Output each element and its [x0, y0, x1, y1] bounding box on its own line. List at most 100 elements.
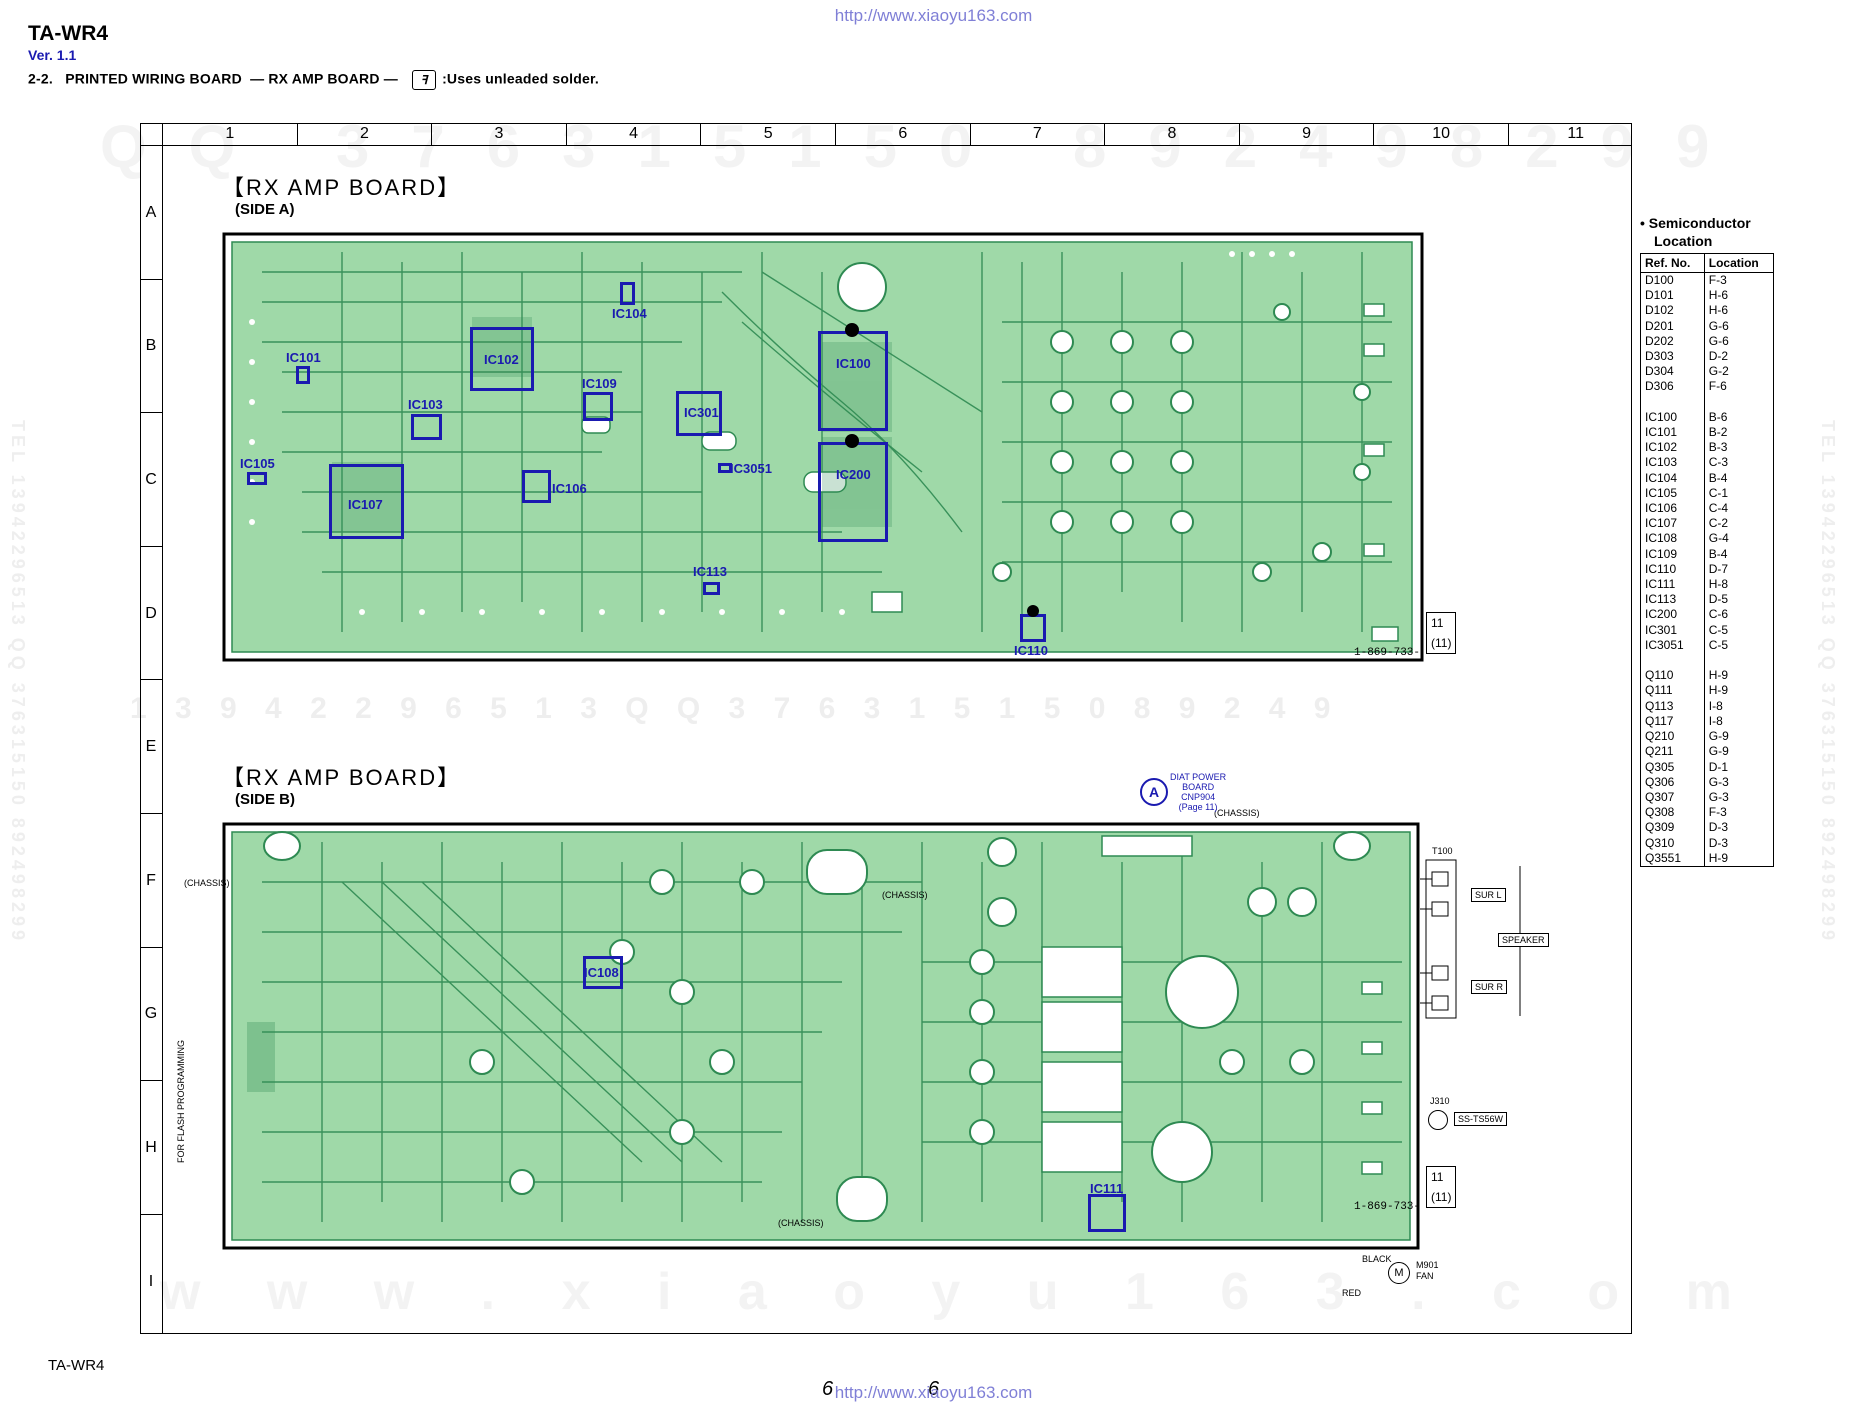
side-b-suffix-box: 11 (11) — [1426, 1166, 1457, 1208]
flash-programming-label: FOR FLASH PROGRAMMING — [176, 1040, 186, 1164]
grid-row-I: I — [140, 1213, 162, 1349]
diat-connector-marker[interactable]: A — [1140, 778, 1168, 806]
ref-no-cell: Q210 — [1641, 729, 1705, 745]
location-cell: F-3 — [1708, 273, 1727, 287]
section-title: PRINTED WIRING BOARD — [65, 70, 242, 87]
grid-column-6: 6 — [834, 123, 970, 145]
location-cell: G-4 — [1708, 531, 1729, 546]
ic111-box[interactable] — [1088, 1194, 1126, 1232]
col-location: Location — [1704, 254, 1773, 273]
ref-no-cell: Q310 — [1641, 835, 1705, 851]
location-cell: H-9 — [1708, 668, 1729, 683]
ic108-box[interactable] — [583, 956, 623, 989]
sur-r-label: SUR R — [1471, 980, 1508, 994]
grid-row-B: B — [140, 278, 162, 414]
ic103-box[interactable] — [411, 414, 442, 440]
ic107-box[interactable] — [329, 464, 404, 539]
grid-column-3: 3 — [431, 123, 566, 145]
ref-no-cell: IC111 — [1641, 577, 1705, 593]
fan-motor-icon: M — [1388, 1262, 1410, 1284]
ref-no-cell: IC3051 — [1641, 637, 1705, 654]
location-cell: B-6 — [1708, 409, 1728, 424]
ref-no-cell: IC100 — [1641, 409, 1705, 426]
side-a-label: (SIDE A) — [235, 201, 295, 218]
location-cell: G-9 — [1708, 744, 1729, 759]
j310-jack-icon[interactable] — [1428, 1110, 1448, 1130]
fan-label: FAN — [1416, 1271, 1434, 1281]
red-wire-label: RED — [1342, 1288, 1362, 1298]
location-cell: B-4 — [1708, 470, 1728, 485]
ref-no-cell: IC301 — [1641, 622, 1705, 638]
ic102-box[interactable] — [470, 327, 534, 391]
location-cell: D-3 — [1708, 820, 1729, 835]
ic110-pin1-dot — [1027, 605, 1039, 617]
m901-label: M901 — [1416, 1260, 1439, 1270]
chassis-label-4: (CHASSIS) — [778, 1218, 824, 1228]
watermark-tel: 1 3 9 4 2 2 9 6 5 1 3 Q Q 3 7 6 3 1 5 1 … — [130, 692, 1341, 725]
location-cell: H-9 — [1708, 850, 1729, 865]
speaker-wiring — [1420, 859, 1521, 1019]
chassis-label-2: (CHASSIS) — [882, 890, 928, 900]
ic101-box[interactable] — [296, 366, 310, 384]
grid-row-E: E — [140, 679, 162, 814]
grid-frame — [140, 123, 1632, 1334]
ic110-box[interactable] — [1020, 614, 1046, 642]
diat-line-4: (Page 11) — [1178, 802, 1218, 812]
ic111-label: IC111 — [1090, 1181, 1124, 1196]
ic104-box[interactable] — [620, 282, 635, 305]
side-b-suffix: 11 — [1431, 1170, 1444, 1184]
ic100-box[interactable] — [818, 331, 888, 431]
grid-column-7: 7 — [969, 123, 1105, 145]
ref-no-cell: Q110 — [1641, 668, 1705, 684]
ref-no-cell: IC110 — [1641, 561, 1705, 578]
ic109-box[interactable] — [583, 392, 613, 421]
page-number-left: 6 — [822, 1378, 834, 1400]
location-cell: G-6 — [1708, 318, 1729, 333]
location-cell — [1704, 653, 1773, 668]
footer-url[interactable]: http://www.xiaoyu163.com — [834, 1383, 1033, 1402]
ref-no-cell: D102 — [1641, 303, 1705, 319]
table-row — [1641, 653, 1773, 669]
grid-row-A: A — [140, 145, 162, 280]
ref-no-cell: Q113 — [1641, 698, 1705, 714]
ref-no-cell: Q306 — [1641, 774, 1705, 790]
ref-no-cell: IC200 — [1641, 607, 1705, 623]
location-cell: D-2 — [1708, 349, 1729, 364]
location-cell: D-3 — [1708, 835, 1729, 850]
ref-no-cell: IC113 — [1641, 592, 1705, 608]
ic113-box[interactable] — [703, 582, 720, 595]
location-cell: H-6 — [1708, 288, 1729, 303]
ic200-box[interactable] — [818, 442, 888, 542]
ref-no-cell: IC108 — [1641, 531, 1705, 547]
ref-no-cell: IC106 — [1641, 501, 1705, 517]
ic106-box[interactable] — [522, 470, 551, 503]
ref-no-cell: Q307 — [1641, 789, 1705, 806]
location-cell — [1704, 395, 1773, 410]
ic301-box[interactable] — [676, 391, 722, 436]
ic105-box[interactable] — [247, 472, 267, 485]
location-cell: G-9 — [1708, 729, 1729, 744]
header-url[interactable]: http://www.xiaoyu163.com — [834, 6, 1033, 25]
ic3051-box[interactable] — [718, 463, 732, 473]
chassis-label-3: (CHASSIS) — [1214, 808, 1260, 818]
section-number: 2-2. — [28, 70, 53, 87]
